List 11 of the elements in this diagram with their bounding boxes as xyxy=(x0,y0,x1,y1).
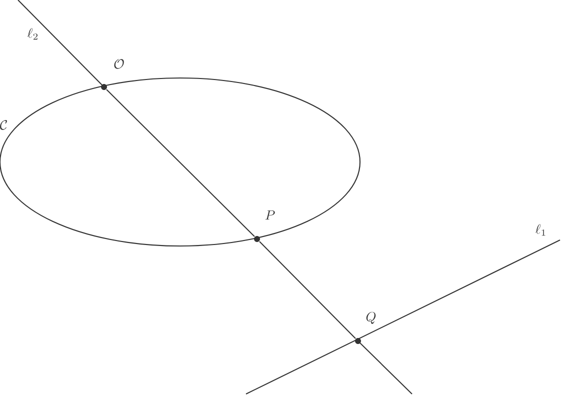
point xyxy=(355,338,361,344)
point xyxy=(101,84,107,90)
point xyxy=(254,236,260,242)
line-label: $\ell_1$ xyxy=(535,224,546,236)
curve-label: $\mathcal{C}$ xyxy=(0,120,7,130)
line-segment xyxy=(259,241,356,339)
point-label: $Q$ xyxy=(366,312,376,324)
line-segment xyxy=(106,89,255,237)
line-label: $\ell_2$ xyxy=(27,28,38,40)
point-label: $P$ xyxy=(265,210,275,220)
point-label: $\mathcal{O}$ xyxy=(114,59,124,69)
